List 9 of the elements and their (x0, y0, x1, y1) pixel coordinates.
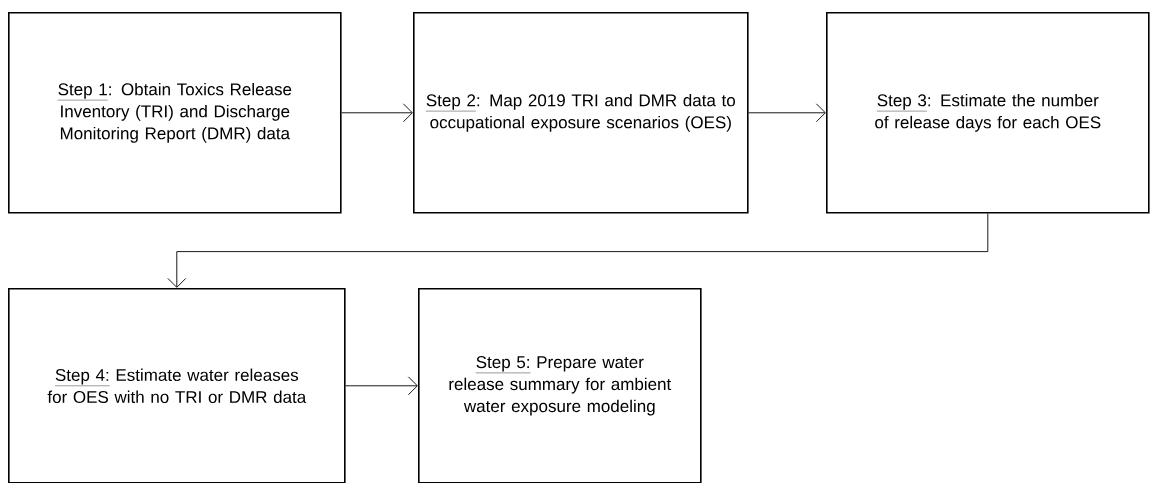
arrow (341, 103, 413, 123)
process-box: Step 2: Map 2019 TRI and DMR data to occupational exposure scenarios (OES) (413, 12, 749, 214)
process-box: Step 4: Estimate water releases for OES with no TRI or DMR data (8, 288, 346, 483)
arrow (167, 213, 989, 288)
arrow (748, 103, 826, 123)
process-box: Step 3: Estimate the number of release days for each OES (826, 12, 1150, 214)
process-box: Step 5: Prepare water release summary for ambient water exposure modeling (418, 288, 702, 483)
arrow (345, 376, 418, 396)
process-box: Step 1: Obtain Toxics Release Inventory (TRI) and Discharge Monitoring Report (DMR) data (8, 12, 342, 214)
